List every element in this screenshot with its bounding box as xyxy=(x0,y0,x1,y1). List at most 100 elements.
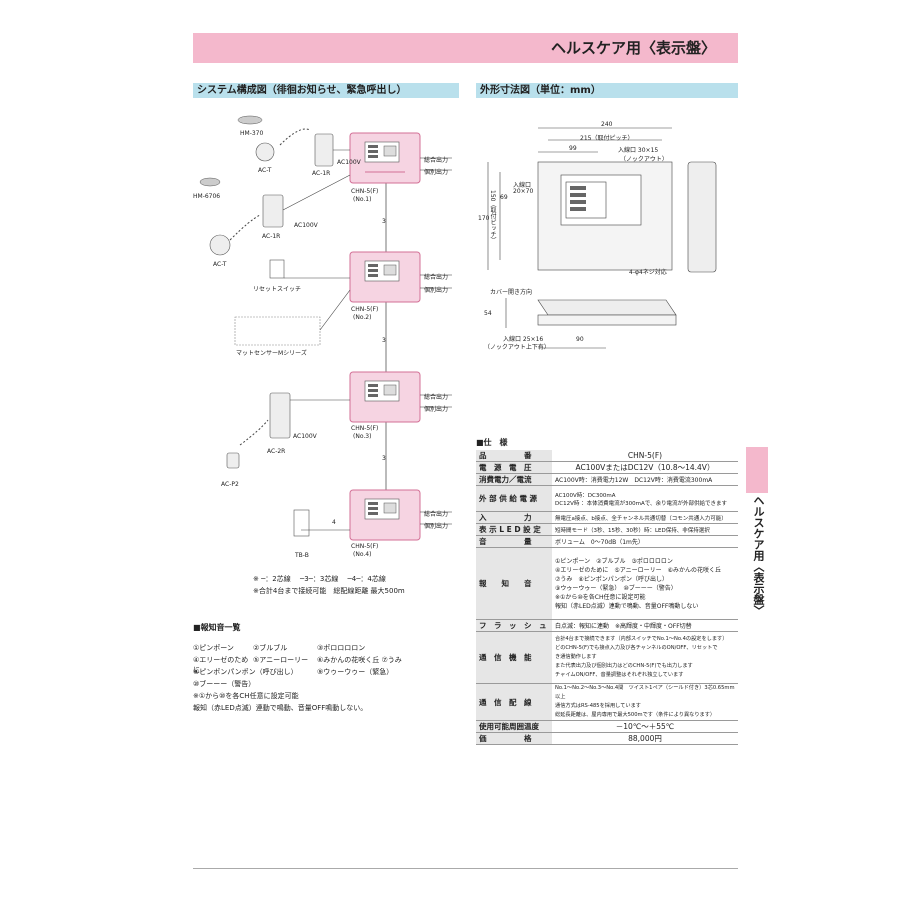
sound-item: ④エリーゼのために xyxy=(193,656,249,674)
bottom-rule xyxy=(193,868,738,869)
wire-label-4: 4 xyxy=(332,519,336,526)
label-act-1: AC-T xyxy=(258,167,272,174)
dim-90: 90 xyxy=(576,336,584,343)
label-ac100v-low: AC100V xyxy=(293,433,317,440)
dim-knockout-top-2: （ノックアウト） xyxy=(620,156,668,163)
spec-row: 表 示 L E D 設 定短時間モード（3秒、15秒、30秒）時：LED保持、非… xyxy=(476,523,738,536)
dimension-heading: 外形寸法図（単位：mm） xyxy=(476,83,738,98)
unit-panel-2 xyxy=(349,251,421,303)
label-ac100v-small: AC100V xyxy=(337,159,361,166)
spec-label: 外 部 供 給 電 源 xyxy=(476,485,552,512)
dim-99: 99 xyxy=(569,145,577,152)
label-ac1r-top: AC-1R xyxy=(312,170,331,177)
output-individual-3: 個別出力 xyxy=(424,406,449,413)
unit-panel-1 xyxy=(349,132,421,184)
dim-54: 54 xyxy=(484,310,492,317)
label-acp2: AC-P2 xyxy=(221,481,239,488)
wiring-legend-2: ※合計4台まで接続可能 総配線距離 最大500m xyxy=(253,587,405,595)
dim-69: 69 xyxy=(500,194,508,201)
page-title: ヘルスケア用〈表示盤〉 xyxy=(550,39,716,57)
output-general-4: 総合出力 xyxy=(424,511,449,518)
spec-value: ボリューム 0〜70dB（1m先） xyxy=(552,535,738,548)
label-hm6706: HM-6706 xyxy=(193,193,221,200)
spec-label: 電 源 電 圧 xyxy=(476,461,552,474)
spec-row: 使用可能周囲温度－10℃〜＋55℃ xyxy=(476,720,738,733)
dim-pitch: 215（取付ピッチ） xyxy=(580,135,634,142)
dim-inlet-left-2: 20×70 xyxy=(513,188,534,195)
sound-list: ①ピンポーン ②ブルブル ③ポロロロロン ④エリーゼのために ⑤アニーローリー … xyxy=(193,643,463,715)
unit-3-no: (No.3) xyxy=(353,433,372,440)
side-tab-marker xyxy=(746,447,768,493)
wire-label-3c: 3 xyxy=(382,455,386,462)
dim-screw: 4-φ4ネジ対応 xyxy=(629,269,667,276)
sound-item: ⑤アニーローリー xyxy=(253,656,309,664)
sound-list-heading: ■報知音一覧 xyxy=(193,623,241,632)
dim-height-pitch: 150（取付ピッチ） xyxy=(489,190,496,244)
sound-item: ⑩ブーーー（警告） xyxy=(193,680,256,688)
label-hm370: HM-370 xyxy=(240,130,264,137)
reset-switch-device xyxy=(269,259,285,279)
spec-label: フ ラ ッ シ ュ xyxy=(476,619,552,632)
spec-row: フ ラ ッ シ ュ白点滅：報知に連動 ※高輝度・中輝度・OFF切替 xyxy=(476,619,738,632)
unit-4-no: (No.4) xyxy=(353,551,372,558)
receiver-ac1r-top xyxy=(314,133,334,167)
unit-1-no: (No.1) xyxy=(353,196,372,203)
spec-value: AC100VまたはDC12V（10.8〜14.4V） xyxy=(552,461,738,474)
spec-value: 短時間モード（3秒、15秒、30秒）時：LED保持、非保持選択 xyxy=(552,523,738,536)
dim-height-total: 170 xyxy=(478,215,490,222)
sensor-hm6706 xyxy=(199,177,221,187)
system-diagram xyxy=(190,100,460,620)
spec-label: 品 番 xyxy=(476,450,552,462)
output-individual-4: 個別出力 xyxy=(424,523,449,530)
label-mat-sensor: マットセンサーMシリーズ xyxy=(236,350,307,357)
label-ac1r-mid: AC-1R xyxy=(262,233,281,240)
label-reset-switch: リセットスイッチ xyxy=(253,286,302,293)
transmitter-act-1 xyxy=(255,142,275,162)
spec-label: 報 知 音 xyxy=(476,547,552,620)
sound-item: ⑨ウゥーウゥー（緊急） xyxy=(317,668,394,676)
unit-3-model: CHN-5(F) xyxy=(351,425,379,432)
receiver-ac1r-mid xyxy=(262,194,284,228)
unit-panel-4 xyxy=(349,489,421,541)
dim-inlet-bottom: 入線口 25×16 xyxy=(503,336,544,343)
sound-row: ⑧ピンポンパンポン（呼び出し） ⑨ウゥーウゥー（緊急） xyxy=(193,667,463,679)
spec-label: 通 信 機 能 xyxy=(476,631,552,684)
mat-sensor-device xyxy=(234,316,321,346)
wire-label-3a: 3 xyxy=(382,218,386,225)
terminal-tbb xyxy=(293,509,310,537)
pendant-acp2 xyxy=(226,452,240,469)
sound-row: ①ピンポーン ②ブルブル ③ポロロロロン xyxy=(193,643,463,655)
page-title-bar: ヘルスケア用〈表示盤〉 xyxy=(193,33,738,63)
output-general-3: 総合出力 xyxy=(424,394,449,401)
spec-heading: ■仕 様 xyxy=(476,438,508,447)
dim-cover-dir: カバー開き方向 xyxy=(490,289,533,296)
dim-inlet-left: 入線口 xyxy=(513,182,532,189)
receiver-ac2r xyxy=(269,392,291,439)
spec-row: 音 量ボリューム 0〜70dB（1m先） xyxy=(476,535,738,548)
spec-value: ①ピンポーン ②ブルブル ③ポロロロロン ④エリーゼのために ⑤アニーローリー … xyxy=(552,547,738,620)
spec-value: －10℃〜＋55℃ xyxy=(552,720,738,733)
sound-item: ③ポロロロロン xyxy=(317,644,366,652)
spec-label: 消費電力／電流 xyxy=(476,473,552,486)
spec-value: 合計4台まで接続できます（内部スイッチでNo.1〜No.4の設定をします） どの… xyxy=(552,631,738,684)
sound-item: ①ピンポーン xyxy=(193,644,234,652)
sound-item: ⑧ピンポンパンポン（呼び出し） xyxy=(193,668,298,676)
transmitter-act-2 xyxy=(209,234,231,256)
dim-inlet-bottom-2: （ノックアウト上下有） xyxy=(484,344,550,351)
unit-1-model: CHN-5(F) xyxy=(351,188,379,195)
output-individual-1: 個別出力 xyxy=(424,169,449,176)
spec-row: 通 信 機 能合計4台まで接続できます（内部スイッチでNo.1〜No.4の設定を… xyxy=(476,631,738,684)
sound-row: ④エリーゼのために ⑤アニーローリー ⑥みかんの花咲く丘 ⑦うみ xyxy=(193,655,463,674)
label-act-2: AC-T xyxy=(213,261,227,268)
spec-value: AC100V時：DC300mA DC12V時 ：本体消費電流が300mAで、余り… xyxy=(552,485,738,512)
unit-panel-3 xyxy=(349,371,421,423)
label-tbb: TB-B xyxy=(295,552,309,559)
side-tab-text: ヘルスケア用〈表示盤〉 xyxy=(752,495,765,616)
label-ac100v-mid: AC100V xyxy=(294,222,318,229)
